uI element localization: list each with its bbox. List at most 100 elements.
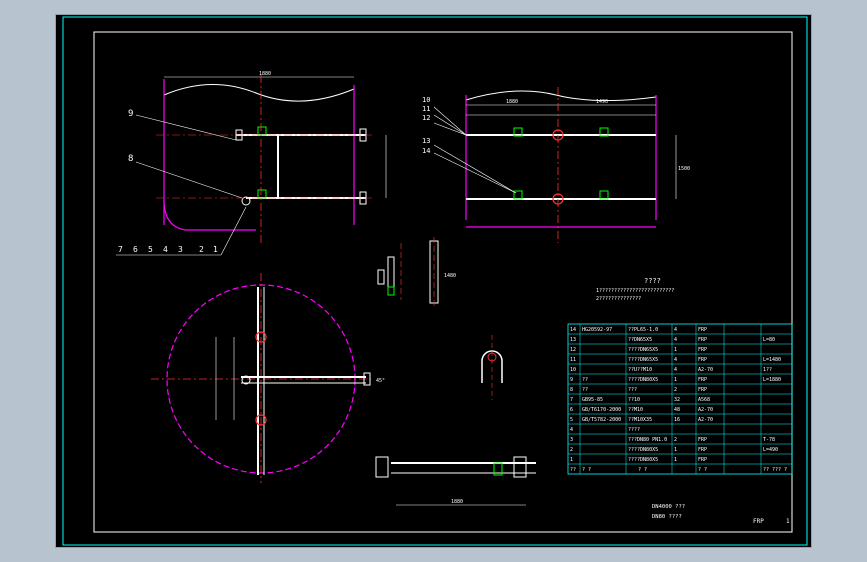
callout-12: 12 bbox=[422, 114, 430, 122]
material-label: FRP bbox=[753, 518, 764, 525]
stamp-line-1: DN4000 ??? bbox=[652, 504, 685, 510]
bom-cell-no: 13 bbox=[570, 337, 576, 343]
sheet-number: 1 bbox=[786, 518, 790, 525]
bom-cell-note: L=490 bbox=[763, 447, 778, 453]
bom-cell-note: L=1880 bbox=[763, 377, 781, 383]
bom-cell-name: ???DN80 PN1.0 bbox=[628, 437, 667, 443]
dim-bottom-len: 1880 bbox=[451, 499, 463, 505]
bom-cell-name: ??M10X35 bbox=[628, 417, 652, 423]
plan-view: 45° bbox=[151, 273, 385, 483]
bom-cell-no: 9 bbox=[570, 377, 573, 383]
bom-cell-note: L=1480 bbox=[763, 357, 781, 363]
inner-frame bbox=[93, 31, 793, 533]
detail-rod: 1480 bbox=[429, 237, 456, 307]
elevation-view-left: 1880 9 8 bbox=[116, 71, 387, 256]
bom-cell-code: GB95-85 bbox=[582, 397, 603, 403]
bom-cell-qty: 4 bbox=[674, 357, 677, 363]
notes-title: ???? bbox=[644, 277, 661, 285]
bom-cell-no: 2 bbox=[570, 447, 573, 453]
bom-cell-mat: FRP bbox=[698, 437, 707, 443]
bom-cell-qty: 16 bbox=[674, 417, 680, 423]
bom-cell-mat: FRP bbox=[698, 447, 707, 453]
callout-11: 11 bbox=[422, 105, 430, 113]
callout-9: 9 bbox=[128, 109, 133, 119]
bom-footer-cell: ? ? bbox=[582, 467, 591, 473]
bom-cell-name: ??M10 bbox=[628, 407, 643, 413]
bom-cell-no: 3 bbox=[570, 437, 573, 443]
callout-8: 8 bbox=[128, 154, 133, 164]
bom-cell-code: GB/T6170-2000 bbox=[582, 407, 621, 413]
callout-10: 10 bbox=[422, 96, 430, 104]
bom-cell-qty: 4 bbox=[674, 337, 677, 343]
bom-cell-mat: FRP bbox=[698, 377, 707, 383]
callout-5: 5 bbox=[148, 245, 153, 254]
dim-detail-a: 1480 bbox=[444, 273, 456, 279]
bom-cell-note: L=80 bbox=[763, 337, 775, 343]
callout-3: 3 bbox=[178, 245, 183, 254]
cad-viewport[interactable]: 1880 9 8 bbox=[55, 14, 812, 548]
bom-cell-name: ????DN80X5 bbox=[628, 457, 658, 463]
bom-cell-qty: 4 bbox=[674, 367, 677, 373]
bom-cell-name: ????DN65X5 bbox=[628, 357, 658, 363]
bom-cell-no: 7 bbox=[570, 397, 573, 403]
bom-cell-no: 5 bbox=[570, 417, 573, 423]
callout-14: 14 bbox=[422, 147, 430, 155]
bom-footer-cell: ?? bbox=[570, 467, 576, 473]
bom-cell-qty: 2 bbox=[674, 437, 677, 443]
stamp-line-2: DN80 ???? bbox=[652, 514, 682, 520]
bom-cell-name: ????DN80X5 bbox=[628, 377, 658, 383]
bom-cell-qty: 48 bbox=[674, 407, 680, 413]
bom-cell-name: ????DN65X5 bbox=[628, 347, 658, 353]
detail-clamp bbox=[377, 243, 402, 300]
callout-7: 7 bbox=[118, 245, 123, 254]
bom-cell-code: HG20592-97 bbox=[582, 327, 612, 333]
bom-cell-mat: FRP bbox=[698, 327, 707, 333]
bom-footer-cell: ? ? bbox=[778, 467, 787, 473]
bom-cell-mat: A2-70 bbox=[698, 407, 713, 413]
bom-cell-name: ????DN80X5 bbox=[628, 447, 658, 453]
bom-cell-mat: A568 bbox=[698, 397, 710, 403]
bom-cell-note: 1?? bbox=[763, 367, 772, 373]
bom-cell-qty: 1 bbox=[674, 377, 677, 383]
bom-cell-no: 1 bbox=[570, 457, 573, 463]
callout-6: 6 bbox=[133, 245, 138, 254]
bom-cell-code: ?? bbox=[582, 387, 588, 393]
bom-cell-qty: 2 bbox=[674, 387, 677, 393]
bom-cell-qty: 1 bbox=[674, 447, 677, 453]
bom-cell-qty: 32 bbox=[674, 397, 680, 403]
bom-cell-code: GB/T5782-2000 bbox=[582, 417, 621, 423]
notes-line-2: 2?????????????? bbox=[596, 296, 641, 302]
bom-cell-mat: FRP bbox=[698, 347, 707, 353]
bom-footer-cell: ? ? bbox=[638, 467, 647, 473]
bom-cell-qty: 1 bbox=[674, 347, 677, 353]
bom-cell-no: 11 bbox=[570, 357, 576, 363]
technical-notes: ???? 1????????????????????????? 2???????… bbox=[596, 277, 674, 302]
bom-cell-no: 4 bbox=[570, 427, 573, 433]
bom-cell-mat: A2-70 bbox=[698, 367, 713, 373]
callout-1: 1 bbox=[213, 245, 218, 254]
callout-2: 2 bbox=[199, 245, 204, 254]
angle-label: 45° bbox=[376, 378, 385, 384]
bom-cell-mat: A2-70 bbox=[698, 417, 713, 423]
dim-top-right-b: 1490 bbox=[596, 99, 608, 105]
detail-bottom-pipe: 1880 bbox=[375, 456, 536, 506]
bom-cell-code: ?? bbox=[582, 377, 588, 383]
bom-cell-no: 6 bbox=[570, 407, 573, 413]
bom-footer-cell: ? ? bbox=[698, 467, 707, 473]
bom-cell-name: ??? bbox=[628, 387, 637, 393]
dim-top-right-a: 1880 bbox=[506, 99, 518, 105]
bom-cell-name: ??U??M10 bbox=[628, 367, 652, 373]
drawing-canvas[interactable]: 1880 9 8 bbox=[56, 15, 813, 549]
bom-cell-name: ??10 bbox=[628, 397, 640, 403]
callout-4: 4 bbox=[163, 245, 168, 254]
bom-cell-mat: FRP bbox=[698, 387, 707, 393]
bom-cell-no: 12 bbox=[570, 347, 576, 353]
bom-cell-qty: 4 bbox=[674, 327, 677, 333]
bom-cell-name: ???? bbox=[628, 427, 640, 433]
bom-cell-no: 10 bbox=[570, 367, 576, 373]
detail-ubend bbox=[481, 335, 503, 400]
callout-13: 13 bbox=[422, 137, 430, 145]
dim-top-left: 1880 bbox=[259, 71, 271, 77]
bom-footer-cell: ?? ?? bbox=[763, 467, 778, 473]
